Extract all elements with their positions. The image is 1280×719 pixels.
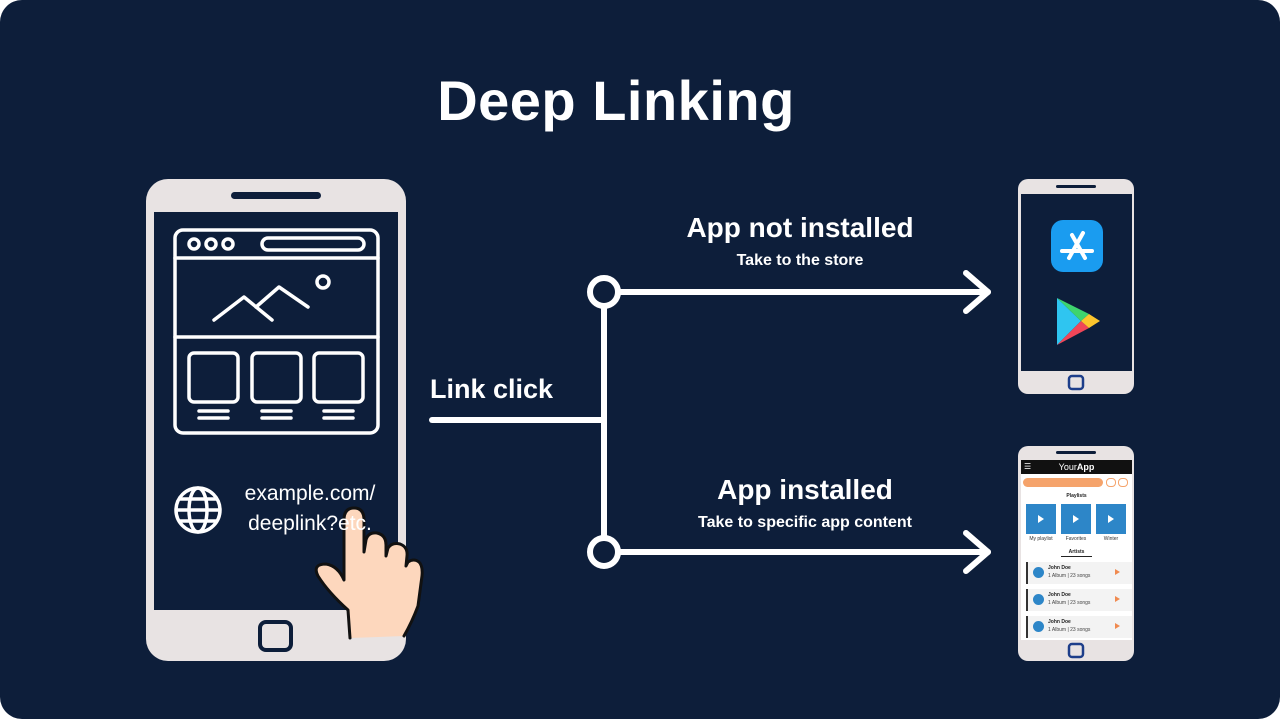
app-header: ☰ YourApp <box>1021 460 1132 474</box>
home-button-icon <box>1067 642 1085 659</box>
playlists-heading: Playlists <box>1066 493 1087 499</box>
installed-subtitle: Take to specific app content <box>698 514 912 531</box>
app-store-icon <box>1051 220 1103 272</box>
menu-icon[interactable]: ☰ <box>1024 462 1032 471</box>
artists-heading: Artists <box>1068 549 1085 555</box>
artist-meta: 1 Album | 23 songs <box>1048 600 1091 606</box>
artist-meta: 1 Album | 23 songs <box>1048 573 1091 579</box>
store-phone <box>1018 179 1134 394</box>
playlist-label: Favorites <box>1065 536 1087 542</box>
branch-connector <box>429 270 991 574</box>
diagram-title: Deep Linking <box>437 69 795 132</box>
app-brand-suffix: App <box>1076 462 1095 472</box>
play-icon[interactable] <box>1115 623 1120 629</box>
app-screen: ☰ YourApp Playlists My playlist Favorite… <box>1021 460 1132 640</box>
app-brand-prefix: Your <box>1058 462 1077 472</box>
deep-link-url-line1[interactable]: example.com/ <box>244 482 376 505</box>
playlist-tile[interactable] <box>1096 504 1126 534</box>
not-installed-subtitle: Take to the store <box>736 252 864 269</box>
playlist-label: My playlist <box>1029 536 1053 542</box>
artist-name: John Doe <box>1048 619 1071 625</box>
artist-avatar <box>1033 621 1044 632</box>
hand-pointer-icon <box>314 506 424 640</box>
artist-name: John Doe <box>1048 565 1071 571</box>
installed-title: App installed <box>717 474 893 505</box>
artist-meta: 1 Album | 23 songs <box>1048 627 1091 633</box>
play-icon <box>1073 515 1079 523</box>
home-button-icon <box>1067 374 1085 391</box>
globe-icon <box>174 486 222 534</box>
play-icon <box>1038 515 1044 523</box>
branch-node-bottom <box>587 535 621 569</box>
home-button-icon <box>258 620 293 652</box>
artists-underline <box>1061 556 1092 557</box>
playlist-tile[interactable] <box>1026 504 1056 534</box>
link-click-label: Link click <box>430 374 554 404</box>
artist-avatar <box>1033 567 1044 578</box>
play-icon[interactable] <box>1115 596 1120 602</box>
branch-node-top <box>587 275 621 309</box>
deep-link-url-line2[interactable]: deeplink?etc. <box>248 512 372 535</box>
filter-pill[interactable] <box>1106 478 1116 487</box>
artist-avatar <box>1033 594 1044 605</box>
artist-name: John Doe <box>1048 592 1071 598</box>
artist-row[interactable]: John Doe 1 Album | 23 songs <box>1026 589 1132 611</box>
playlist-tile[interactable] <box>1061 504 1091 534</box>
playlist-label: Winter <box>1103 536 1119 542</box>
browser-window-icon <box>173 228 380 435</box>
search-bar[interactable] <box>1023 478 1103 487</box>
play-store-icon <box>1057 298 1100 345</box>
play-icon[interactable] <box>1115 569 1120 575</box>
filter-pill[interactable] <box>1118 478 1128 487</box>
not-installed-title: App not installed <box>686 212 914 243</box>
artist-row[interactable]: John Doe 1 Album | 23 songs <box>1026 562 1132 584</box>
play-icon <box>1108 515 1114 523</box>
artist-row[interactable]: John Doe 1 Album | 23 songs <box>1026 616 1132 638</box>
